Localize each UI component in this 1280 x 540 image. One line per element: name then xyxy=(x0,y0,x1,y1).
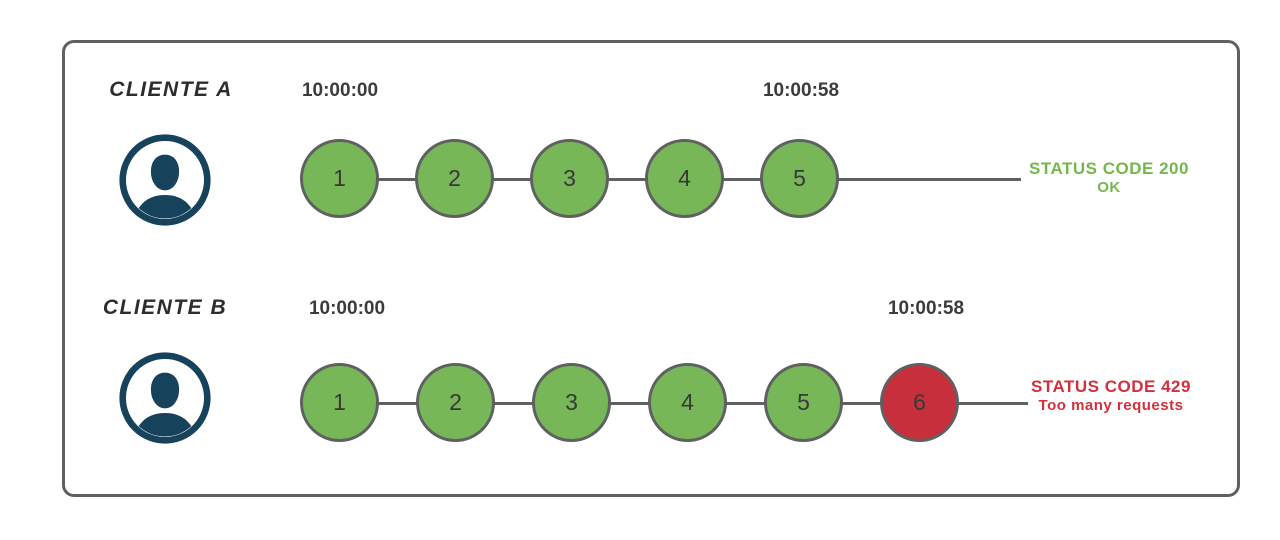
user-icon xyxy=(118,133,212,227)
user-icon xyxy=(118,351,212,445)
request-circle: 3 xyxy=(532,363,611,442)
status-code-label: STATUS CODE 200 xyxy=(1029,159,1189,178)
status-block: STATUS CODE 429 Too many requests xyxy=(1026,376,1196,416)
start-time-label: 10:00:00 xyxy=(308,298,386,319)
start-time-label: 10:00:00 xyxy=(301,80,379,101)
diagram-frame xyxy=(62,40,1240,497)
request-circle: 1 xyxy=(300,139,379,218)
end-time-label: 10:00:58 xyxy=(762,80,840,101)
request-circle: 2 xyxy=(416,363,495,442)
client-a-label: CLIENTE A xyxy=(109,78,233,101)
request-circle: 5 xyxy=(760,139,839,218)
request-circle: 1 xyxy=(300,363,379,442)
request-circle: 2 xyxy=(415,139,494,218)
request-circle: 3 xyxy=(530,139,609,218)
request-circle: 4 xyxy=(645,139,724,218)
status-detail-label: Too many requests xyxy=(1038,397,1184,415)
request-circle: 6 xyxy=(880,363,959,442)
status-detail-label: OK xyxy=(1097,179,1121,197)
request-circle: 4 xyxy=(648,363,727,442)
end-time-label: 10:00:58 xyxy=(887,298,965,319)
status-code-label: STATUS CODE 429 xyxy=(1031,377,1191,396)
request-circle: 5 xyxy=(764,363,843,442)
client-b-label: CLIENTE B xyxy=(102,296,228,319)
status-block: STATUS CODE 200 OK xyxy=(1026,158,1192,198)
